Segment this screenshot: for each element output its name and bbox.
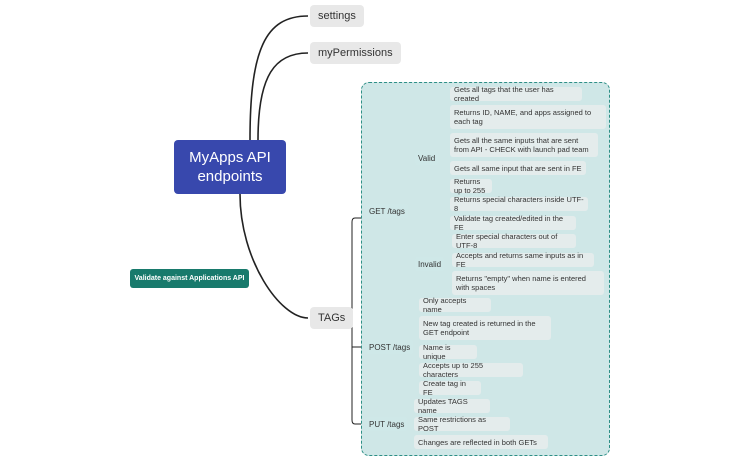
get-valid-item[interactable]: Gets all the same inputs that are sent f… — [450, 133, 598, 157]
method-put-label: PUT /tags — [369, 419, 405, 429]
root-label: MyApps API endpoints — [189, 149, 271, 185]
connector-settings — [249, 15, 309, 141]
get-invalid-node[interactable]: Invalid — [415, 257, 445, 271]
get-valid-item[interactable]: Returns ID, NAME, and apps assigned to e… — [450, 105, 606, 129]
validate-badge[interactable]: Validate against Applications API — [130, 269, 249, 288]
root-node[interactable]: MyApps API endpoints — [174, 140, 286, 194]
connector-tags — [239, 193, 309, 319]
get-invalid-item[interactable]: Accepts and returns same inputs as in FE — [452, 251, 594, 269]
put-item[interactable]: Changes are reflected in both GETs — [414, 435, 548, 449]
get-valid-node[interactable]: Valid — [415, 151, 439, 165]
get-valid-item[interactable]: Validate tag created/edited in the FE — [450, 214, 576, 232]
put-item[interactable]: Same restrictions as POST — [414, 415, 510, 433]
branch-settings-label: settings — [318, 10, 356, 22]
branch-tags-label: TAGs — [318, 312, 346, 324]
get-valid-item[interactable]: Gets all tags that the user has created — [450, 85, 582, 103]
post-item[interactable]: New tag created is returned in the GET e… — [419, 316, 551, 340]
connector-permissions — [257, 52, 309, 141]
method-get-label: GET /tags — [369, 206, 405, 216]
get-invalid-item[interactable]: Returns "empty" when name is entered wit… — [452, 271, 604, 295]
method-post-label: POST /tags — [369, 342, 411, 352]
post-item[interactable]: Accepts up to 255 characters — [419, 361, 523, 379]
get-valid-item[interactable]: Returns special characters inside UTF-8 — [450, 195, 588, 213]
branch-settings[interactable]: settings — [310, 5, 364, 27]
branch-tags[interactable]: TAGs — [310, 307, 354, 329]
method-put[interactable]: PUT /tags — [366, 417, 408, 431]
get-invalid-label: Invalid — [418, 259, 442, 269]
method-post[interactable]: POST /tags — [366, 340, 414, 354]
get-invalid-item[interactable]: Enter special characters out of UTF-8 — [452, 232, 576, 250]
post-item[interactable]: Create tag in FE — [419, 379, 481, 397]
method-get[interactable]: GET /tags — [366, 204, 408, 218]
put-item[interactable]: Updates TAGS name — [414, 397, 490, 415]
branch-permissions-label: myPermissions — [318, 47, 393, 59]
post-item[interactable]: Name is unique — [419, 343, 477, 361]
get-valid-label: Valid — [418, 153, 436, 163]
validate-badge-label: Validate against Applications API — [134, 275, 245, 282]
get-valid-item[interactable]: Gets all same input that are sent in FE — [450, 161, 586, 175]
branch-permissions[interactable]: myPermissions — [310, 42, 401, 64]
post-item[interactable]: Only accepts name — [419, 296, 491, 314]
get-valid-item[interactable]: Returns up to 255 — [450, 177, 492, 195]
